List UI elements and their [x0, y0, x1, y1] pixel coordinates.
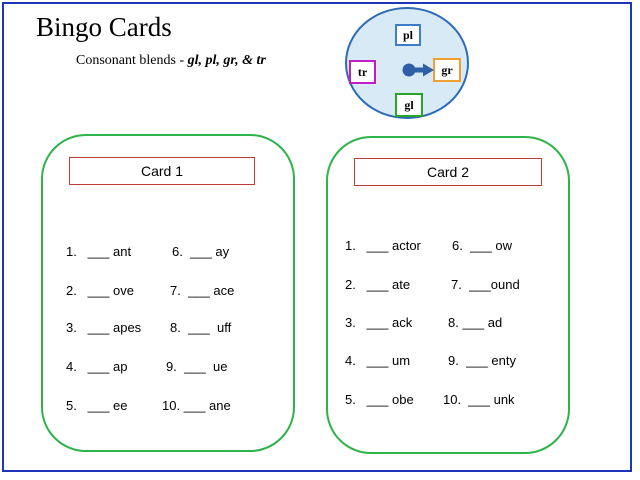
card-2-item: 2. ___ ate	[345, 277, 411, 292]
subtitle-blends: gl, pl, gr, & tr	[187, 53, 266, 68]
card-2-item: 7. ___ound	[451, 277, 520, 292]
card-1-item: 9. ___ ue	[166, 359, 228, 374]
card-2-item: 9. ___ enty	[448, 353, 516, 368]
card-2-item: 1. ___ actor	[345, 238, 421, 253]
card-2-item: 6. ___ ow	[452, 238, 512, 253]
spinner-tile-tr: tr	[349, 60, 376, 84]
card-1-item: 3. ___ apes	[66, 320, 142, 335]
bingo-card-1	[41, 134, 295, 452]
spinner-tile-gl: gl	[395, 93, 423, 117]
card-2-label: Card 2	[354, 158, 542, 186]
card-2-item: 3. ___ ack	[345, 315, 413, 330]
card-1-item: 4. ___ ap	[66, 359, 128, 374]
card-1-label: Card 1	[69, 157, 255, 185]
subtitle-prefix: Consonant blends -	[76, 53, 188, 68]
card-1-item: 5. ___ ee	[66, 398, 128, 413]
card-1-item: 8. ___ uff	[170, 320, 232, 335]
spinner-tile-gr: gr	[433, 58, 461, 82]
card-2-item: 8. ___ ad	[448, 315, 503, 330]
card-2-item: 10. ___ unk	[443, 392, 515, 407]
subtitle: Consonant blends - gl, pl, gr, & tr	[76, 53, 266, 69]
arrow-right-icon	[402, 63, 434, 77]
card-1-item: 2. ___ ove	[66, 283, 134, 298]
card-1-item: 10. ___ ane	[162, 398, 231, 413]
card-1-item: 1. ___ ant	[66, 244, 132, 259]
card-1-item: 6. ___ ay	[172, 244, 230, 259]
bingo-card-2	[326, 136, 570, 454]
card-2-item: 4. ___ um	[345, 353, 411, 368]
page-title: Bingo Cards	[36, 12, 172, 42]
card-1-item: 7. ___ ace	[170, 283, 235, 298]
card-2-item: 5. ___ obe	[345, 392, 414, 407]
spinner-tile-pl: pl	[395, 24, 421, 46]
